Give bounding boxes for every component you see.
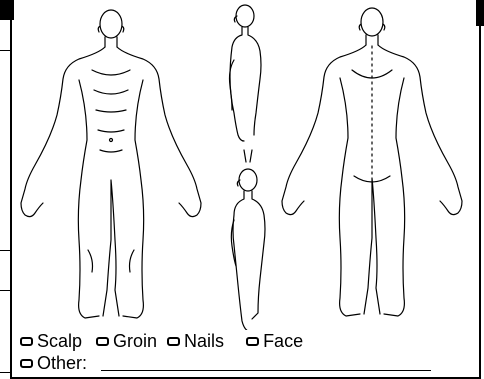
body-figure-side-upper (230, 5, 262, 162)
options-row-2: Other: (20, 352, 470, 374)
scalp-checkbox[interactable] (20, 337, 33, 346)
groin-checkbox[interactable] (96, 337, 109, 346)
body-figure-side-lower (231, 169, 265, 330)
right-border (479, 26, 481, 379)
option-scalp[interactable]: Scalp (20, 330, 82, 352)
form-rule (0, 372, 10, 373)
nails-label: Nails (184, 330, 224, 352)
form-rule (0, 50, 10, 51)
option-groin[interactable]: Groin (96, 330, 157, 352)
scalp-label: Scalp (37, 330, 82, 352)
other-label: Other: (37, 352, 87, 374)
body-figure-back (282, 8, 462, 316)
body-figure-front (21, 10, 201, 318)
location-options: Scalp Groin Nails Face Other: (20, 330, 470, 374)
option-other[interactable]: Other: (20, 352, 87, 374)
face-label: Face (263, 330, 303, 352)
nails-checkbox[interactable] (167, 337, 180, 346)
form-rule (0, 250, 10, 251)
other-checkbox[interactable] (20, 359, 33, 368)
groin-label: Groin (113, 330, 157, 352)
other-text-line[interactable] (101, 370, 431, 371)
options-row-1: Scalp Groin Nails Face (20, 330, 470, 352)
option-nails[interactable]: Nails (167, 330, 224, 352)
face-checkbox[interactable] (246, 337, 259, 346)
form-rule (0, 290, 10, 291)
body-figures (12, 0, 479, 330)
option-face[interactable]: Face (246, 330, 303, 352)
